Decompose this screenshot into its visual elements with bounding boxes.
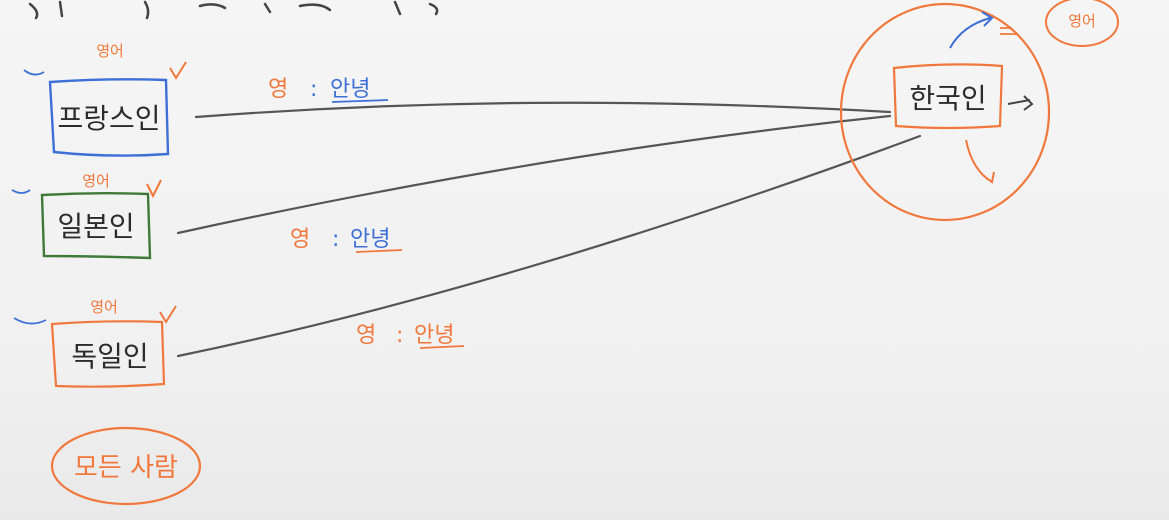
edge-german-korean bbox=[176, 134, 922, 358]
node-french-label: 프랑스인 bbox=[57, 102, 160, 135]
edge-label-japanese: 영 : 안녕 bbox=[290, 227, 403, 253]
note-bubble bbox=[1045, 0, 1119, 47]
edge-label-french: 영 : 안녕 bbox=[268, 77, 389, 103]
node-korean: 한국인 영어 bbox=[839, 0, 1119, 222]
edge-label-text: 안녕 bbox=[350, 227, 390, 252]
edge-label-lang: 영 bbox=[290, 227, 310, 252]
node-everyone-label: 모든 사람 bbox=[74, 453, 178, 483]
underline bbox=[419, 345, 465, 349]
blue-mark-icon bbox=[13, 317, 47, 325]
arrow-right-icon bbox=[1007, 95, 1034, 111]
blue-mark-icon bbox=[23, 69, 45, 76]
edge-label-colon: : bbox=[310, 77, 317, 102]
node-korean-note: 영어 bbox=[1068, 12, 1096, 30]
edge-label-lang: 영 bbox=[268, 77, 288, 102]
node-french-note: 영어 bbox=[96, 42, 124, 60]
edge-label-text: 안녕 bbox=[330, 77, 370, 102]
node-japanese-box bbox=[40, 192, 152, 260]
blue-mark-icon bbox=[11, 189, 31, 194]
edge-french-korean bbox=[194, 101, 892, 119]
check-mark-icon bbox=[159, 305, 177, 324]
edge-label-text: 안녕 bbox=[414, 323, 454, 348]
node-german-note: 영어 bbox=[90, 298, 118, 316]
node-everyone-circle bbox=[50, 426, 202, 506]
node-everyone: 모든 사람 bbox=[50, 426, 202, 506]
node-french-box bbox=[48, 78, 170, 157]
node-japanese-note: 영어 bbox=[82, 172, 110, 190]
curl-arrow-icon bbox=[965, 139, 995, 184]
node-korean-box bbox=[892, 63, 1004, 130]
node-german-label: 독일인 bbox=[71, 340, 148, 373]
underline bbox=[331, 99, 389, 103]
edge-label-german: 영 : 안녕 bbox=[356, 323, 465, 349]
side-marks bbox=[11, 69, 45, 194]
edge-label-colon: : bbox=[332, 227, 339, 252]
node-japanese: 일본인 영어 bbox=[40, 172, 162, 260]
check-mark-icon bbox=[146, 179, 162, 199]
underline bbox=[355, 249, 403, 253]
node-japanese-label: 일본인 bbox=[57, 210, 134, 243]
edge-label-colon: : bbox=[396, 323, 403, 348]
node-german: 독일인 영어 bbox=[13, 298, 177, 388]
connection-lines bbox=[176, 101, 922, 358]
check-mark-icon bbox=[169, 61, 187, 80]
edge-label-lang: 영 bbox=[356, 323, 376, 348]
arrow-up-right-icon bbox=[949, 11, 994, 49]
dash-mark bbox=[1000, 27, 1018, 35]
node-korean-circle bbox=[839, 2, 1051, 222]
node-korean-label: 한국인 bbox=[909, 82, 986, 115]
cropped-top-scribble bbox=[28, 0, 439, 20]
node-french: 프랑스인 영어 bbox=[48, 42, 187, 157]
node-german-box bbox=[50, 320, 166, 388]
edge-japanese-korean bbox=[176, 114, 892, 235]
